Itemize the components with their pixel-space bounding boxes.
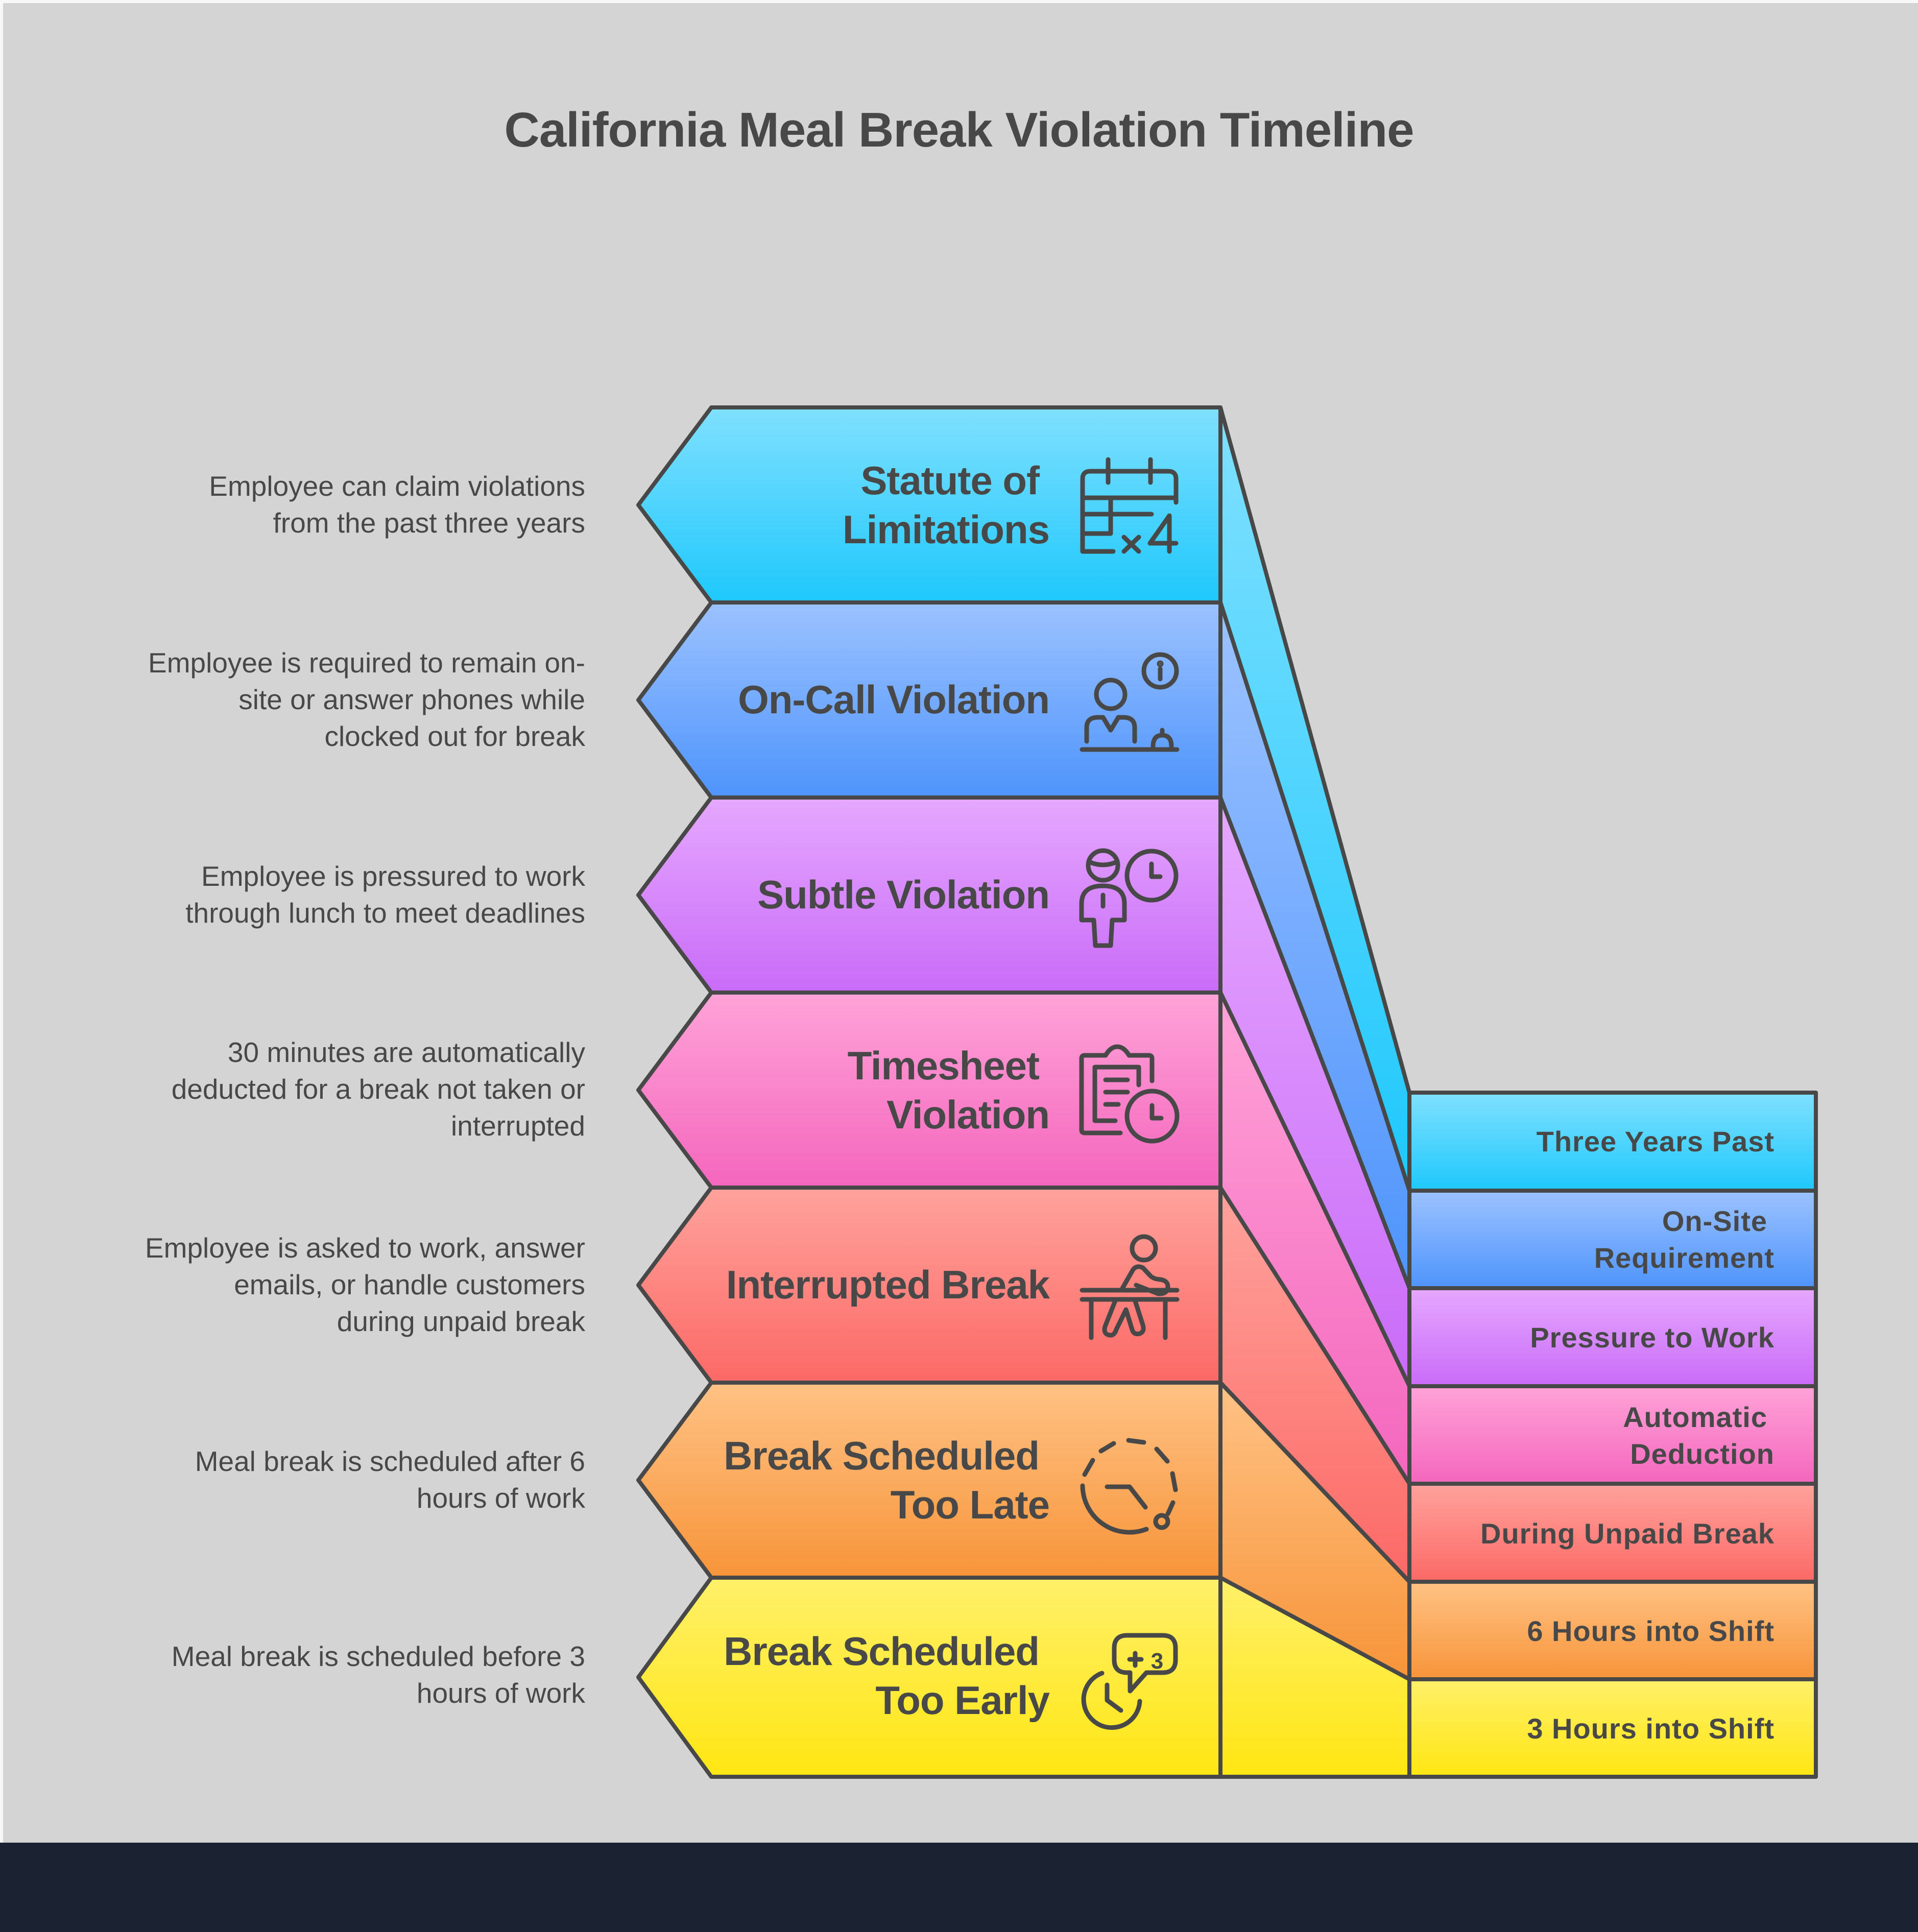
stage-label-6: Break Scheduled Too Early — [724, 1629, 1050, 1723]
timing-label-0: Three Years Past — [1536, 1125, 1775, 1157]
stage-description-6: Meal break is scheduled before 3 hours o… — [171, 1640, 585, 1709]
dashed-clock-icon — [1080, 1438, 1178, 1535]
timing-box-1 — [1407, 1189, 1818, 1290]
page-title: California Meal Break Violation Timeline — [504, 103, 1414, 157]
timing-label-5: 6 Hours into Shift — [1527, 1615, 1775, 1647]
timing-label-2: Pressure to Work — [1530, 1321, 1775, 1354]
timing-box-0 — [1407, 1091, 1818, 1193]
stage-label-5: Break Scheduled Too Late — [724, 1433, 1050, 1527]
footer-bar — [0, 1843, 1918, 1932]
stage-label-4: Interrupted Break — [726, 1262, 1050, 1307]
stage-label-1: On-Call Violation — [738, 677, 1050, 722]
timing-label-6: 3 Hours into Shift — [1527, 1712, 1775, 1745]
stage-label-2: Subtle Violation — [757, 872, 1050, 917]
receptionist-info-icon — [1080, 652, 1180, 752]
timing-label-1: On-Site Requirement — [1594, 1205, 1775, 1274]
person-clock-icon — [1079, 848, 1179, 948]
stage-description-0: Employee can claim violations from the p… — [209, 470, 585, 539]
timing-box-4 — [1407, 1482, 1818, 1584]
timing-label-4: During Unpaid Break — [1480, 1517, 1775, 1550]
stage-label-0: Statute of Limitations — [842, 458, 1050, 552]
plus3-glyph: 3 — [1151, 1649, 1163, 1674]
stage-description-5: Meal break is scheduled after 6 hours of… — [195, 1445, 585, 1514]
stage-label-3: Timesheet Violation — [847, 1043, 1050, 1137]
timing-box-6 — [1407, 1677, 1818, 1779]
stage-description-4: Employee is asked to work, answer emails… — [145, 1232, 585, 1337]
stage-description-1: Employee is required to remain on- site … — [148, 647, 585, 752]
stage-description-2: Employee is pressured to work through lu… — [185, 860, 585, 929]
stage-block-6 — [636, 1576, 1222, 1779]
timing-label-3: Automatic Deduction — [1623, 1401, 1775, 1470]
clock-plus3-icon — [1081, 1633, 1178, 1730]
clipboard-clock-icon — [1079, 1044, 1180, 1144]
stage-description-3: 30 minutes are automatically deducted fo… — [171, 1036, 585, 1142]
calendar-x4-icon — [1080, 457, 1179, 554]
timing-box-2 — [1407, 1286, 1818, 1388]
person-at-desk-icon — [1080, 1234, 1180, 1340]
